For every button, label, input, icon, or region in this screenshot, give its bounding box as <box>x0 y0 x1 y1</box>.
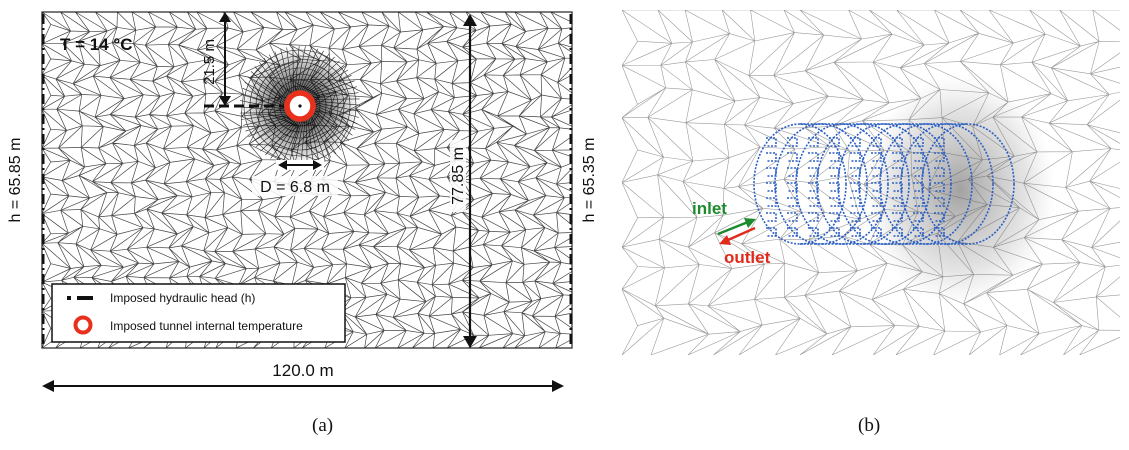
panel-b-3d-tunnel: inlet outlet <box>622 10 1120 355</box>
legend: Imposed hydraulic head (h) Imposed tunne… <box>51 283 346 343</box>
pipe-ring <box>858 123 952 245</box>
diameter-label: D = 6.8 m <box>260 179 330 196</box>
tunnel-ring <box>284 90 316 122</box>
panel-a-mesh-diagram: 21.5 m T = 14 °C D = 6.8 m 77.85 m h = 6… <box>7 11 598 392</box>
mesh-refinement-zone-b <box>865 75 1055 305</box>
heat-exchanger-pipes <box>753 123 1015 245</box>
inlet-label: inlet <box>692 199 727 218</box>
pipe-serpentine <box>934 137 945 237</box>
outlet-label: outlet <box>724 248 771 267</box>
right-head-label: h = 65.35 m <box>581 138 598 223</box>
legend-tunnel-temperature: Imposed tunnel internal temperature <box>110 319 303 333</box>
pipe-ring <box>774 123 868 245</box>
pipe-ring <box>837 123 931 245</box>
depth-label: 21.5 m <box>201 39 218 85</box>
left-head-label: h = 65.85 m <box>7 138 24 223</box>
height-dimension <box>463 14 477 348</box>
dash-dot-line-icon <box>67 296 93 300</box>
pipe-serpentine <box>850 137 861 237</box>
depth-dimension <box>219 12 231 106</box>
pipe-ring <box>900 123 994 245</box>
pipe-serpentine <box>829 137 840 237</box>
red-ring-icon <box>73 315 93 335</box>
pipe-ring <box>795 123 889 245</box>
width-dimension <box>42 380 564 392</box>
pipe-ring <box>879 123 973 245</box>
legend-hydraulic-head: Imposed hydraulic head (h) <box>110 291 255 305</box>
caption-b: (b) <box>858 415 881 436</box>
tunnel-center-dot <box>298 104 302 108</box>
width-label: 120.0 m <box>272 361 333 380</box>
temperature-label: T = 14 °C <box>60 35 132 54</box>
caption-a: (a) <box>312 415 334 436</box>
pipe-serpentine <box>808 137 819 237</box>
inlet-arrow <box>717 218 756 236</box>
pipe-ring <box>921 123 1015 245</box>
height-label: 77.85 m <box>450 147 467 205</box>
pipe-serpentine <box>766 137 777 237</box>
pipe-ring <box>816 123 910 245</box>
pipe-ring <box>753 123 847 245</box>
outlet-arrow <box>719 226 756 245</box>
diameter-dimension <box>276 160 324 170</box>
